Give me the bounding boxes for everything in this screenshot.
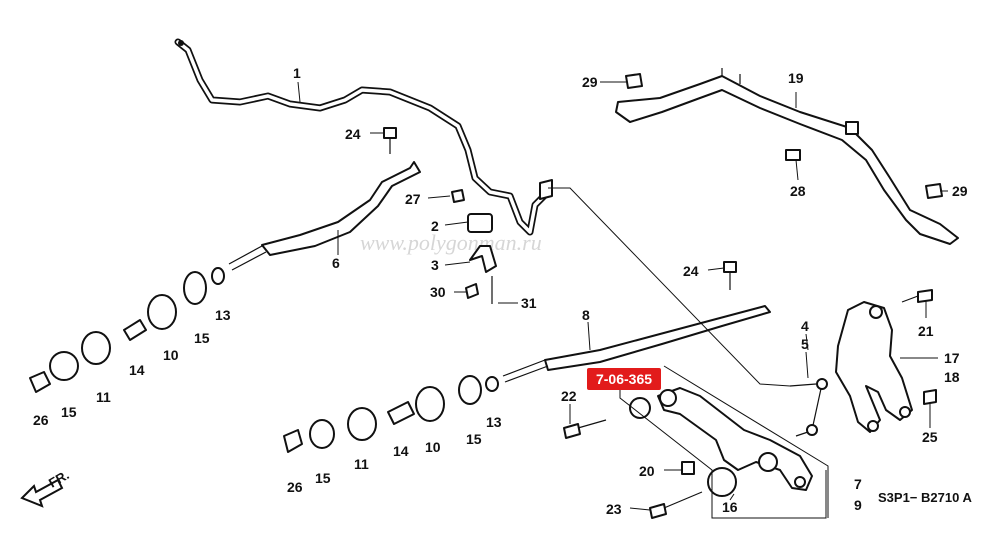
front-direction-indicator: FR. <box>20 467 72 508</box>
callout-15-b: 15 <box>61 404 77 420</box>
callout-15-d: 15 <box>315 470 331 486</box>
diagram-code: S3P1− B2710 A <box>878 490 972 505</box>
callout-5: 5 <box>801 336 809 352</box>
reference-badge-text: 7-06-365 <box>596 371 652 387</box>
callout-20: 20 <box>639 463 655 479</box>
callout-24-upper: 24 <box>345 126 361 142</box>
lower-arm <box>657 387 813 491</box>
knuckle <box>835 301 913 433</box>
callout-9: 9 <box>854 497 862 513</box>
callout-2: 2 <box>431 218 439 234</box>
callout-16: 16 <box>722 499 738 515</box>
callout-26-upper: 26 <box>33 412 49 428</box>
callout-14-lower: 14 <box>393 443 409 459</box>
callout-14-upper: 14 <box>129 362 145 378</box>
callout-labels: 1 2 3 4 5 6 7 8 9 10 10 11 11 13 13 14 1… <box>33 65 968 517</box>
callout-24-lower: 24 <box>683 263 699 279</box>
callout-26-lower: 26 <box>287 479 303 495</box>
reference-badge-bg <box>587 368 661 390</box>
sub-frame-brace <box>615 68 959 245</box>
callout-22: 22 <box>561 388 577 404</box>
watermark: www.polygonman.ru <box>360 230 542 255</box>
callout-6: 6 <box>332 255 340 271</box>
callout-30: 30 <box>430 284 446 300</box>
callout-21: 21 <box>918 323 934 339</box>
callout-29-right: 29 <box>952 183 968 199</box>
callout-15-c: 15 <box>466 431 482 447</box>
reference-badge[interactable]: 7-06-365 <box>587 368 661 390</box>
callout-29-upper: 29 <box>582 74 598 90</box>
callout-3: 3 <box>431 257 439 273</box>
callout-19: 19 <box>788 70 804 86</box>
callout-7: 7 <box>854 476 862 492</box>
callout-13-upper: 13 <box>215 307 231 323</box>
leader-lines <box>297 81 948 519</box>
radius-rod-lower <box>502 305 771 383</box>
callout-1: 1 <box>293 65 301 81</box>
callout-27: 27 <box>405 191 421 207</box>
fasteners <box>383 73 943 519</box>
bushings <box>29 267 737 497</box>
callout-8: 8 <box>582 307 590 323</box>
callout-10-lower: 10 <box>425 439 441 455</box>
front-arrow-icon <box>20 478 64 508</box>
stabilizer-link <box>789 378 828 437</box>
stabilizer-bar <box>174 38 553 236</box>
radius-rod-upper <box>228 161 421 271</box>
callout-17: 17 <box>944 350 960 366</box>
callout-15-a: 15 <box>194 330 210 346</box>
callout-4: 4 <box>801 318 809 334</box>
callout-18: 18 <box>944 369 960 385</box>
callout-10-upper: 10 <box>163 347 179 363</box>
callout-11-upper: 11 <box>96 389 111 405</box>
callout-11-lower: 11 <box>354 456 369 472</box>
callout-28: 28 <box>790 183 806 199</box>
callout-13-lower: 13 <box>486 414 502 430</box>
callout-25: 25 <box>922 429 938 445</box>
callout-31: 31 <box>521 295 537 311</box>
callout-23: 23 <box>606 501 622 517</box>
